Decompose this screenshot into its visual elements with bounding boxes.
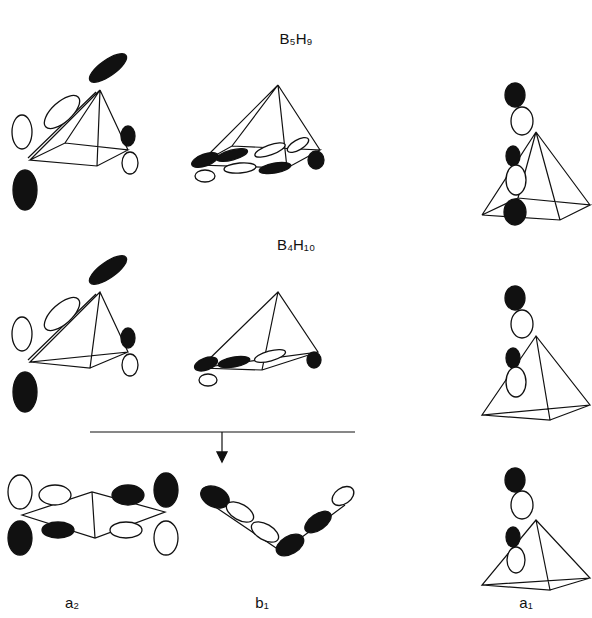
b5h9-a1-orbital	[482, 83, 590, 225]
formula-label: B₅H₉	[280, 30, 313, 47]
symmetry-label: a₂	[65, 594, 79, 611]
b4h10-a1-orbital	[482, 286, 590, 420]
b5h9-a2-orbital	[12, 49, 138, 210]
symmetry-label: a₁	[519, 594, 532, 611]
b4h10-b1-orbital	[193, 292, 321, 386]
formula-label: B₄H₁₀	[277, 236, 315, 253]
a1-combination	[482, 468, 590, 590]
b1-combination	[197, 482, 357, 561]
a2-combination	[8, 473, 178, 555]
b4h10-a2-orbital	[12, 251, 138, 412]
symmetry-label: b₁	[255, 594, 268, 611]
b5h9-b1-orbital	[190, 85, 324, 182]
